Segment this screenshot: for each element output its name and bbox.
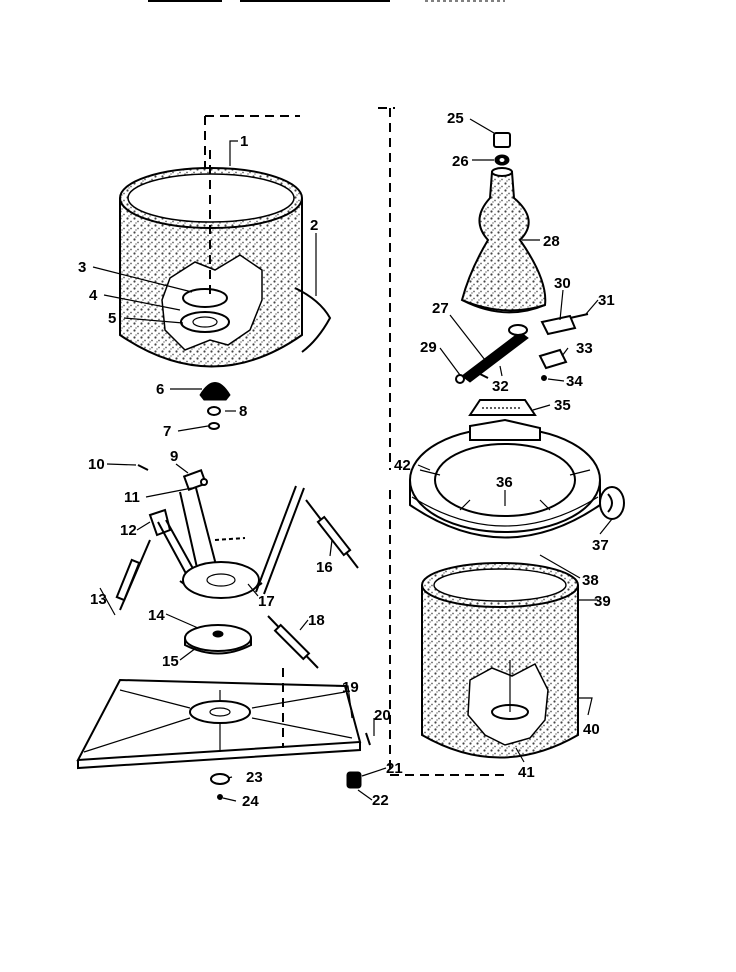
callout-20: 20 <box>374 707 391 724</box>
callout-34: 34 <box>566 373 583 390</box>
callout-31: 31 <box>598 292 615 309</box>
tub-ring-part <box>409 418 601 539</box>
screw-part-20 <box>365 732 371 746</box>
callout-36: 36 <box>496 474 513 491</box>
spring-part-16 <box>305 499 359 569</box>
callout-24: 24 <box>242 793 259 810</box>
drive-arm-part <box>455 324 529 384</box>
callout-38: 38 <box>582 572 599 589</box>
callout-15: 15 <box>162 653 179 670</box>
agitator-part <box>460 167 547 314</box>
washer-part-8 <box>207 406 221 416</box>
callout-41: 41 <box>518 764 535 781</box>
bracket-part-30 <box>540 314 577 336</box>
callout-5: 5 <box>108 310 116 327</box>
callout-8: 8 <box>239 403 247 420</box>
callout-33: 33 <box>576 340 593 357</box>
foot-part-21-22 <box>346 771 362 789</box>
callout-39: 39 <box>594 593 611 610</box>
outer-tub-part <box>119 150 303 368</box>
clip-part-33 <box>538 348 568 370</box>
drain-hose-part <box>294 287 332 353</box>
clip-part-37 <box>599 486 625 520</box>
callout-12: 12 <box>120 522 137 539</box>
screw-part-31 <box>569 313 589 319</box>
callout-1: 1 <box>240 133 248 150</box>
agitator-cap-part <box>199 382 231 401</box>
base-frame-part <box>157 485 305 599</box>
callout-19: 19 <box>342 679 359 696</box>
callout-3: 3 <box>78 259 86 276</box>
washer-part-34 <box>541 375 547 381</box>
leader-lines <box>92 118 613 802</box>
callout-13: 13 <box>90 591 107 608</box>
callout-40: 40 <box>583 721 600 738</box>
callout-10: 10 <box>88 456 105 473</box>
pulley-part <box>184 624 252 655</box>
callout-29: 29 <box>420 339 437 356</box>
callout-27: 27 <box>432 300 449 317</box>
right-assembly-frame <box>378 107 505 776</box>
spring-part-18 <box>267 615 319 669</box>
nut-part-25 <box>493 132 511 148</box>
callout-25: 25 <box>447 110 464 127</box>
washer-part-26 <box>494 154 510 166</box>
callout-18: 18 <box>308 612 325 629</box>
callout-4: 4 <box>89 287 98 304</box>
callout-37: 37 <box>592 537 609 554</box>
washer-part-7 <box>208 422 220 430</box>
callout-labels: 1 2 3 4 5 6 8 7 10 9 11 12 17 16 13 14 1… <box>78 110 615 810</box>
callout-6: 6 <box>156 381 164 398</box>
callout-28: 28 <box>543 233 560 250</box>
clip-part-23 <box>210 773 230 785</box>
callout-16: 16 <box>316 559 333 576</box>
callout-22: 22 <box>372 792 389 809</box>
callout-17: 17 <box>258 593 275 610</box>
callout-35: 35 <box>554 397 571 414</box>
callout-2: 2 <box>310 217 318 234</box>
suspension-bracket-part <box>137 464 208 537</box>
callout-7: 7 <box>163 423 171 440</box>
callout-9: 9 <box>170 448 178 465</box>
screw-part-24 <box>217 794 223 800</box>
callout-42: 42 <box>394 457 411 474</box>
base-plate-part <box>76 668 362 770</box>
callout-14: 14 <box>148 607 165 624</box>
callout-21: 21 <box>386 760 403 777</box>
callout-26: 26 <box>452 153 469 170</box>
filter-plate-part <box>468 399 537 416</box>
spring-part-13 <box>115 539 151 611</box>
left-assembly-frame <box>204 115 300 170</box>
inner-basket-part <box>421 562 579 759</box>
callout-23: 23 <box>246 769 263 786</box>
callout-11: 11 <box>124 489 140 506</box>
callout-32: 32 <box>492 378 509 395</box>
callout-30: 30 <box>554 275 571 292</box>
